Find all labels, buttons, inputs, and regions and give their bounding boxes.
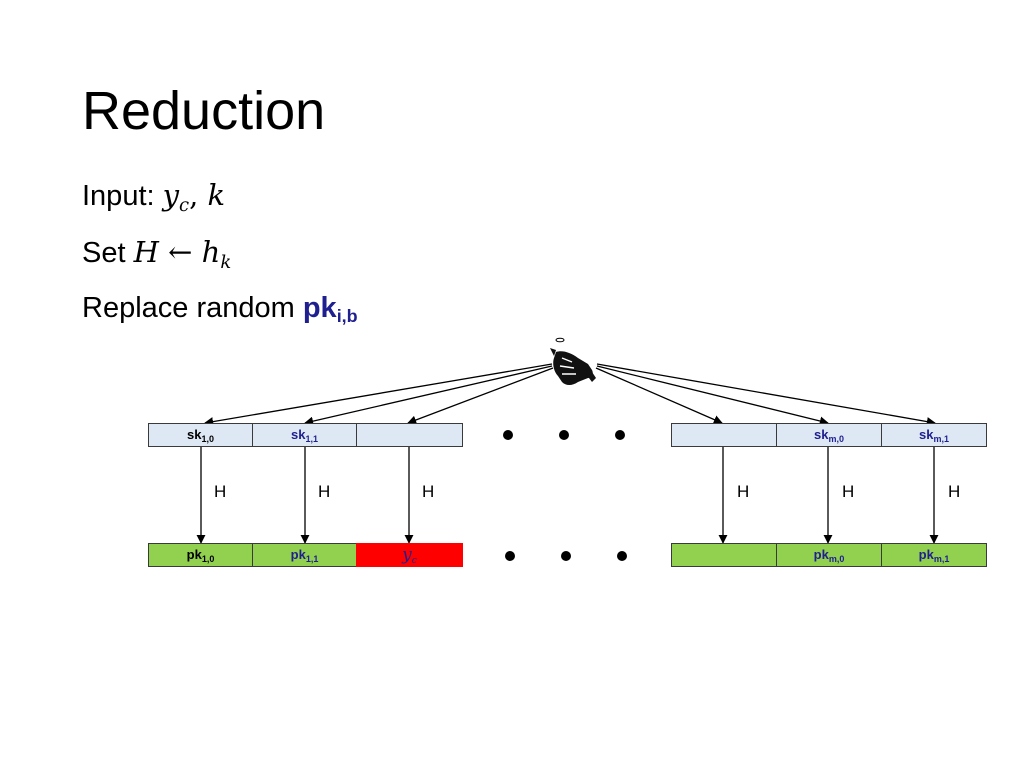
replace-label: Replace random [82,292,303,324]
arrow-to-sk-m-1 [596,363,936,427]
ellipsis-dot-top-1 [503,430,513,440]
arrow-to-sk-m-0 [596,365,829,426]
hash-label-6: H [948,482,961,501]
hash-label-3: H [422,482,435,501]
pk-cell-1-0: pk1,0 [148,543,253,567]
fan-out-arrows [204,363,936,427]
arrow-to-sk-1-0 [204,363,553,427]
input-variables: yc, k [162,178,226,216]
input-label: Input: [82,180,163,212]
input-line: Input: yc, k [82,178,225,216]
ellipsis-dot-bottom-1 [505,551,515,561]
hash-label-5: H [842,482,855,501]
sk-cell-m-0: skm,0 [776,423,882,447]
ellipsis-dot-top-3 [615,430,625,440]
ellipsis-dot-bottom-3 [617,551,627,561]
pk-cell-replaced-yc: yc [356,543,463,567]
set-label: Set [82,237,134,269]
ellipsis-dot-bottom-2 [561,551,571,561]
replace-pk: pki,b [302,292,358,327]
pk-cell-empty [671,543,777,567]
hash-label-4: H [737,482,750,501]
hash-arrows [196,447,939,544]
pointing-hand-icon [550,337,596,385]
slide-title: Reduction [82,81,326,141]
set-line: Set H ← hk [82,235,231,273]
sk-cell-1-0: sk1,0 [148,423,253,447]
sk-cell-m-1: skm,1 [881,423,987,447]
ellipsis-dot-top-2 [559,430,569,440]
sk-cell-empty-2 [671,423,777,447]
arrow-to-sk-col3 [407,367,554,425]
set-expression: H ← hk [133,235,232,273]
hash-label-2: H [318,482,331,501]
arrow-to-sk-col4 [595,367,723,424]
sk-cell-1-1: sk1,1 [252,423,357,447]
sk-cell-empty-1 [356,423,463,447]
pk-cell-1-1: pk1,1 [252,543,357,567]
hash-label-1: H [214,482,227,501]
replace-line: Replace random pki,b [82,292,358,327]
pk-cell-m-1: pkm,1 [881,543,987,567]
pk-cell-m-0: pkm,0 [776,543,882,567]
arrow-to-sk-1-1 [304,365,553,426]
